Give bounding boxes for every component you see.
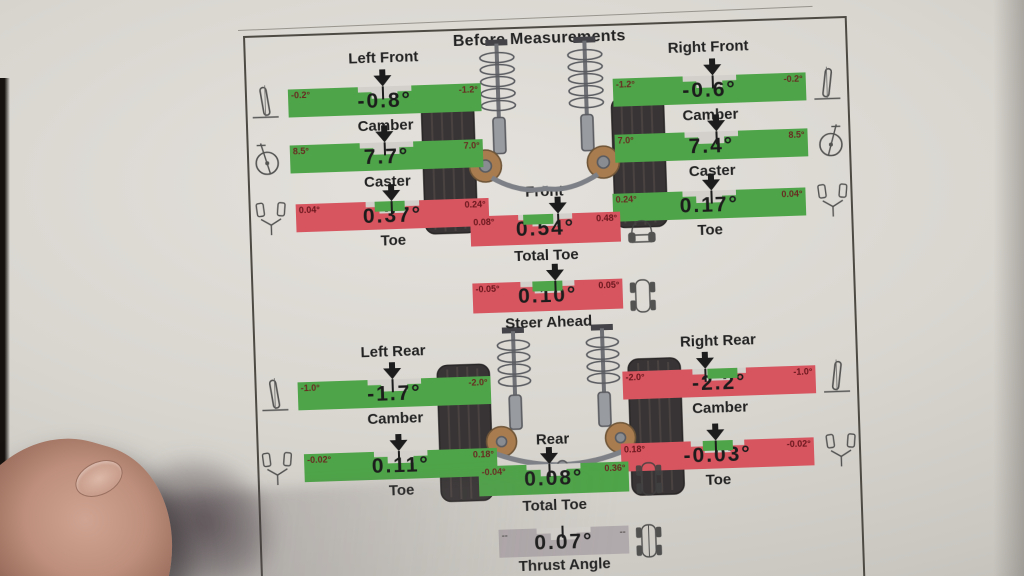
gauge-caption: Total Toe	[513, 245, 579, 266]
camber-icon	[250, 83, 281, 127]
spec-limit-left: -1.2°	[615, 79, 636, 90]
spec-limit-left: 0.18°	[623, 443, 646, 455]
spec-limit-right: -0.2°	[783, 73, 803, 85]
toe-icon	[815, 178, 850, 224]
gauge-caption: Toe	[380, 231, 407, 250]
right-rear-camber-gauge: -2.0° -1.0° -2.2°	[622, 351, 817, 400]
camber-icon	[259, 376, 290, 420]
spec-limit-right: -0.02°	[786, 438, 811, 450]
spec-limit-right: 0.05°	[598, 279, 620, 291]
toe-icon	[260, 447, 295, 493]
spec-limit-right: 0.24°	[464, 199, 486, 210]
spec-limit-left: 7.0°	[617, 135, 634, 146]
spec-limit-left: -0.2°	[290, 89, 311, 101]
spec-limit-right: -2.0°	[468, 377, 488, 388]
spec-limit-right: 0.18°	[472, 448, 495, 460]
spec-limit-left: 0.08°	[473, 216, 495, 228]
spec-limit-right: 8.5°	[788, 129, 805, 140]
spec-limit-left: -2.0°	[625, 371, 645, 383]
spec-limit-left: -0.05°	[475, 283, 500, 295]
car-top-icon	[634, 520, 663, 566]
spec-limit-right: 7.0°	[463, 140, 480, 151]
toe-icon	[823, 428, 858, 474]
front-total-toe-gauge: 0.08° 0.48° 0.54°	[470, 196, 622, 247]
right-front-caster-gauge: 7.0° 8.5° 7.4°	[614, 114, 809, 163]
spec-limit-left: -0.02°	[306, 454, 332, 466]
spec-range-band	[706, 367, 738, 379]
spec-limit-left: 0.04°	[298, 204, 321, 216]
measurement-value: -0.6°	[681, 77, 738, 103]
photo-background-edge	[0, 78, 10, 576]
right-front-camber-gauge: -1.2° -0.2° -0.6°	[612, 58, 807, 107]
camber-icon	[811, 64, 842, 108]
caster-icon	[813, 120, 848, 164]
spec-limit-left: 0.24°	[615, 194, 637, 205]
spec-range-band	[532, 280, 563, 292]
alignment-report: Before Measurements Left Front Right Fro…	[243, 15, 867, 576]
camber-icon	[821, 357, 852, 401]
toe-icon	[253, 197, 288, 243]
car-top-icon	[628, 275, 657, 321]
spec-limit-right: -1.0°	[793, 366, 813, 377]
spec-range-band	[523, 213, 554, 225]
spec-limit-right: 0.04°	[781, 188, 803, 200]
spec-limit-left: -1.0°	[300, 382, 320, 394]
spec-limit-right: -1.2°	[458, 84, 479, 95]
caster-icon	[249, 139, 284, 183]
spec-range-band	[702, 440, 733, 451]
car-front-icon	[626, 208, 657, 250]
steer-ahead-gauge: -0.05° 0.05° 0.10°	[472, 263, 624, 314]
spec-limit-left: 8.5°	[292, 145, 310, 157]
measurement-value: 7.4°	[688, 133, 735, 159]
right-front-toe-gauge: 0.24° 0.04° 0.17°	[612, 173, 807, 222]
car-top-icon	[634, 458, 663, 504]
spec-limit-right: 0.48°	[595, 212, 618, 224]
